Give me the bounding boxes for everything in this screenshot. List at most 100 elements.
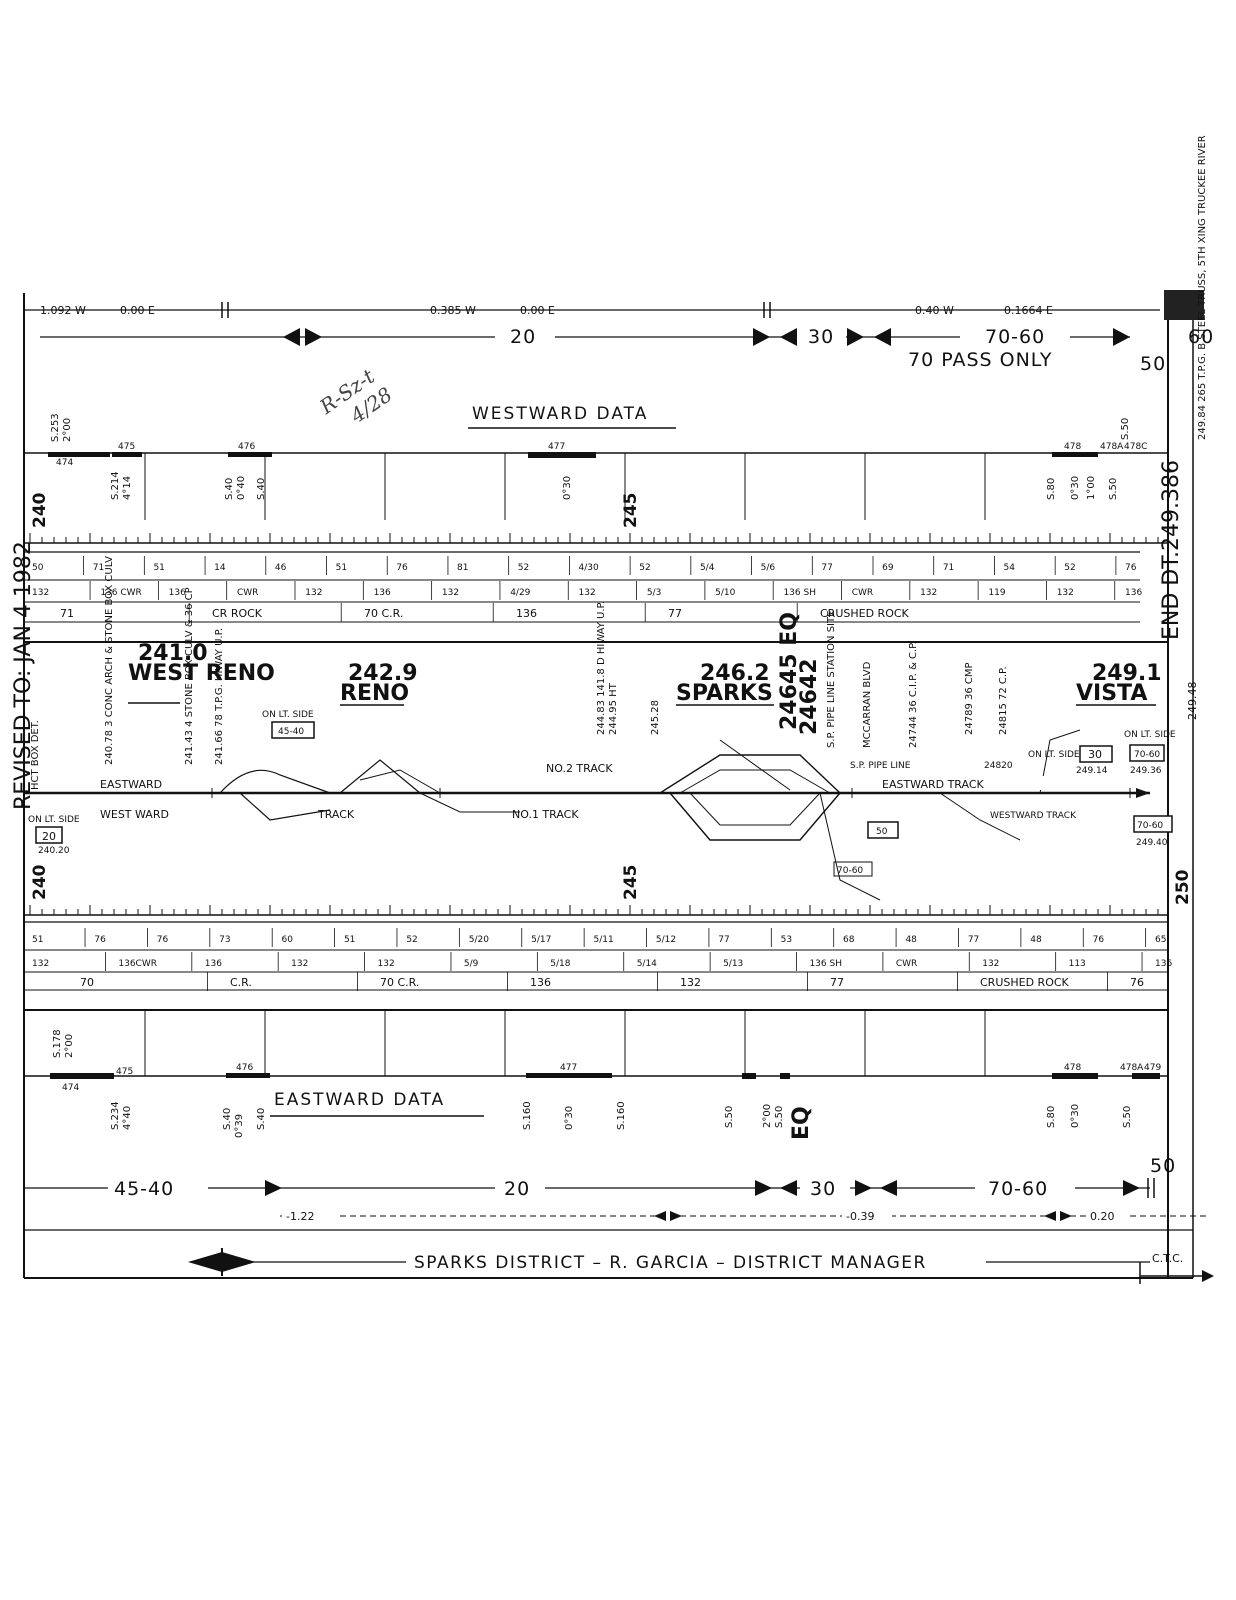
lower-profile-cell: 77 <box>830 976 844 989</box>
curve-bar-475 <box>112 452 142 457</box>
curve-bar-477 <box>528 452 596 458</box>
track-labels: EASTWARD NO.2 TRACK EASTWARD TRACK WEST … <box>98 760 1080 821</box>
upper-profile-cell: 54 <box>1004 563 1016 573</box>
upper-profile-cell: CWR <box>237 588 258 598</box>
e-curve-id-475: 475 <box>116 1067 133 1077</box>
upper-profile-cell: 52 <box>639 563 650 573</box>
w-label-2: 2°00 <box>62 418 73 442</box>
bottom-speed-30: 30 <box>810 1178 836 1200</box>
structure-notes: 240.78 3 CONC ARCH & STONE BOX CULV 241.… <box>30 556 1009 790</box>
w-label-6: 0°40 <box>236 476 247 500</box>
station-vista: VISTA <box>1076 681 1147 706</box>
w-label-13: S.50 <box>1120 418 1131 440</box>
w-label-10: 0°30 <box>1070 476 1081 500</box>
lower-profile-cell: 76 <box>157 935 169 945</box>
upper-profile-cell: 81 <box>457 563 468 573</box>
station-west-reno: WEST RENO <box>128 661 275 686</box>
top-speed-line: 20 30 70-60 60 70 PASS ONLY 50 <box>40 322 1213 375</box>
e-curve-bar-spiral-1 <box>742 1073 756 1079</box>
w-label-7: S.40 <box>256 478 267 500</box>
bottom-grade-2: -0.39 <box>846 1210 874 1223</box>
structure-8: MCCARRAN BLVD <box>862 661 873 748</box>
lower-profile-cell: 51 <box>32 935 43 945</box>
siding-mp-8: 24820 <box>984 761 1013 771</box>
eastward-eq: EQ <box>789 1106 814 1140</box>
speed-note: 70 PASS ONLY <box>908 349 1052 371</box>
e-curve-id-476: 476 <box>236 1063 253 1073</box>
siding-label-4: ON LT. SIDE <box>1124 730 1176 740</box>
lower-profile-cell: 5/18 <box>550 959 570 969</box>
siding-mp-4: 249.36 <box>1130 766 1162 776</box>
top-grade-line: 1.092 W 0.00 E 0.385 W 0.00 E 0.40 W 0.1… <box>24 302 1160 318</box>
upper-profile-cell: 70 C.R. <box>364 607 403 620</box>
upper-profile-cell: CRUSHED ROCK <box>820 607 910 620</box>
e-label-11: S.50 <box>724 1106 735 1128</box>
e-label-9: 0°30 <box>564 1106 575 1130</box>
lower-profile-cell: 48 <box>905 935 917 945</box>
lower-profile-cell: 136 SH <box>809 959 842 969</box>
speed-20: 20 <box>510 326 536 348</box>
upper-mile-scale: 240 245 END DT.249.386 249.48 249.84 265… <box>24 135 1208 720</box>
upper-profile-cell: 71 <box>93 563 104 573</box>
westward-data-title: WESTWARD DATA <box>472 404 648 424</box>
lower-profile-cell: 5/17 <box>531 935 551 945</box>
lower-profile-cell: 132 <box>32 959 49 969</box>
eastward-data: 474 475 476 477 478 478A 479 S.178 2°00 … <box>24 1010 1168 1140</box>
upper-profile-cell: 132 <box>920 588 937 598</box>
upper-profile-cell: 77 <box>668 607 682 620</box>
lower-profile-cell: 48 <box>1030 935 1042 945</box>
w-label-3: S.214 <box>110 471 121 500</box>
upper-profile-cell: CR ROCK <box>212 607 263 620</box>
e-label-13: S.50 <box>774 1106 785 1128</box>
eq-24645: 24645 EQ <box>777 612 802 730</box>
e-label-12: 2°00 <box>762 1104 773 1128</box>
upper-profile-cell: 136 <box>374 588 391 598</box>
lower-profile-cell: 76 <box>94 935 106 945</box>
e-label-7: S.40 <box>256 1108 267 1130</box>
structure-9: 24744 36 C.I.P. & C.P. <box>908 641 919 748</box>
revised-date: REVISED TO: JAN 4 1982 <box>11 541 36 810</box>
station-mp-vista: 249.1 <box>1092 661 1162 686</box>
grade-4: 0.00 E <box>520 304 555 317</box>
upper-profile-cell: 71 <box>943 563 954 573</box>
siding-mp-7: 249.40 <box>1136 838 1168 848</box>
structure-1: 240.78 3 CONC ARCH & STONE BOX CULV <box>104 556 115 765</box>
siding-speed-4: 70-60 <box>1134 750 1160 760</box>
ctc-label: C.T.C. <box>1152 1252 1183 1265</box>
sidings: ON LT. SIDE 20 240.20 ON LT. SIDE 45-40 … <box>28 710 1176 877</box>
upper-profile-cell: 69 <box>882 563 894 573</box>
e-label-10: S.160 <box>616 1101 627 1130</box>
end-double-track-side: 249.48 <box>1186 682 1199 721</box>
lower-profile-cell: 136 <box>530 976 551 989</box>
bottom-grade-1: -1.22 <box>286 1210 314 1223</box>
lower-profile-cell: CWR <box>896 959 917 969</box>
e-curve-id-477: 477 <box>560 1063 577 1073</box>
station-mp-sparks: 246.2 <box>700 661 770 686</box>
station-mp-west-reno: 241.0 <box>138 641 208 666</box>
bottom-speed-70-60: 70-60 <box>988 1178 1048 1200</box>
e-label-5: S.40 <box>222 1108 233 1130</box>
milepost-240-top: 240 <box>30 492 50 528</box>
frame <box>23 290 1204 1279</box>
bottom-grade-3: 0.20 <box>1090 1210 1115 1223</box>
curve-id-478a: 478A <box>1100 442 1124 452</box>
e-label-8: S.160 <box>522 1101 533 1130</box>
lower-profile-cell: 5/13 <box>723 959 743 969</box>
upper-profile-cell: 136 <box>169 588 186 598</box>
label-westward: WEST WARD <box>100 808 169 821</box>
structure-11: 24815 72 C.P. <box>998 666 1009 735</box>
milepost-245-top: 245 <box>621 493 641 529</box>
grade-5: 0.40 W <box>915 304 954 317</box>
grade-6: 0.1664 E <box>1004 304 1053 317</box>
lower-profile-cell: 68 <box>843 935 855 945</box>
label-eastward-track: EASTWARD TRACK <box>882 778 985 791</box>
speed-change-markers <box>283 328 1130 346</box>
curve-bar-478 <box>1052 452 1098 457</box>
upper-profile-cell: 132 <box>305 588 322 598</box>
upper-profile-cell: 136 <box>1125 588 1142 598</box>
eq-24642: 24642 <box>797 658 822 735</box>
upper-profile-cell: 77 <box>821 563 832 573</box>
lower-profile-cell: 51 <box>344 935 355 945</box>
siding-speed-6: 70-60 <box>837 866 863 876</box>
